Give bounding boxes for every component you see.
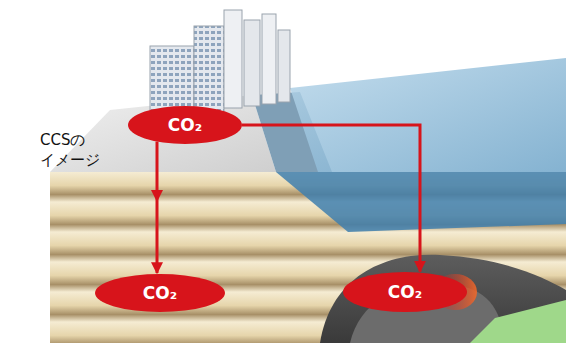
node-label: CO₂ bbox=[143, 283, 177, 303]
co2-ellipse: CO₂ bbox=[343, 272, 467, 312]
sea-surface bbox=[290, 58, 566, 172]
ellipse-fill bbox=[128, 106, 242, 144]
node-label: CO₂ bbox=[388, 282, 422, 302]
co2-flow-arrow bbox=[242, 125, 420, 272]
building bbox=[194, 26, 224, 112]
sea-water bbox=[276, 172, 566, 232]
chimney bbox=[278, 30, 290, 102]
caption-label: CCSの イメージ bbox=[40, 131, 108, 170]
chimney bbox=[224, 10, 242, 108]
green-ground bbox=[470, 300, 566, 343]
chimney bbox=[262, 14, 276, 104]
co2-flow-arrow bbox=[156, 142, 159, 273]
ellipse-fill bbox=[95, 274, 225, 312]
ellipse-fill bbox=[343, 272, 467, 312]
building bbox=[150, 46, 194, 116]
co2-ellipse: CO₂ bbox=[128, 106, 242, 144]
strata-layers bbox=[50, 172, 566, 343]
node-label: CO₂ bbox=[168, 115, 202, 135]
co2-ellipse: CO₂ bbox=[95, 274, 225, 312]
factory bbox=[150, 10, 290, 116]
chimney bbox=[244, 20, 260, 106]
cap-rock bbox=[320, 255, 566, 343]
